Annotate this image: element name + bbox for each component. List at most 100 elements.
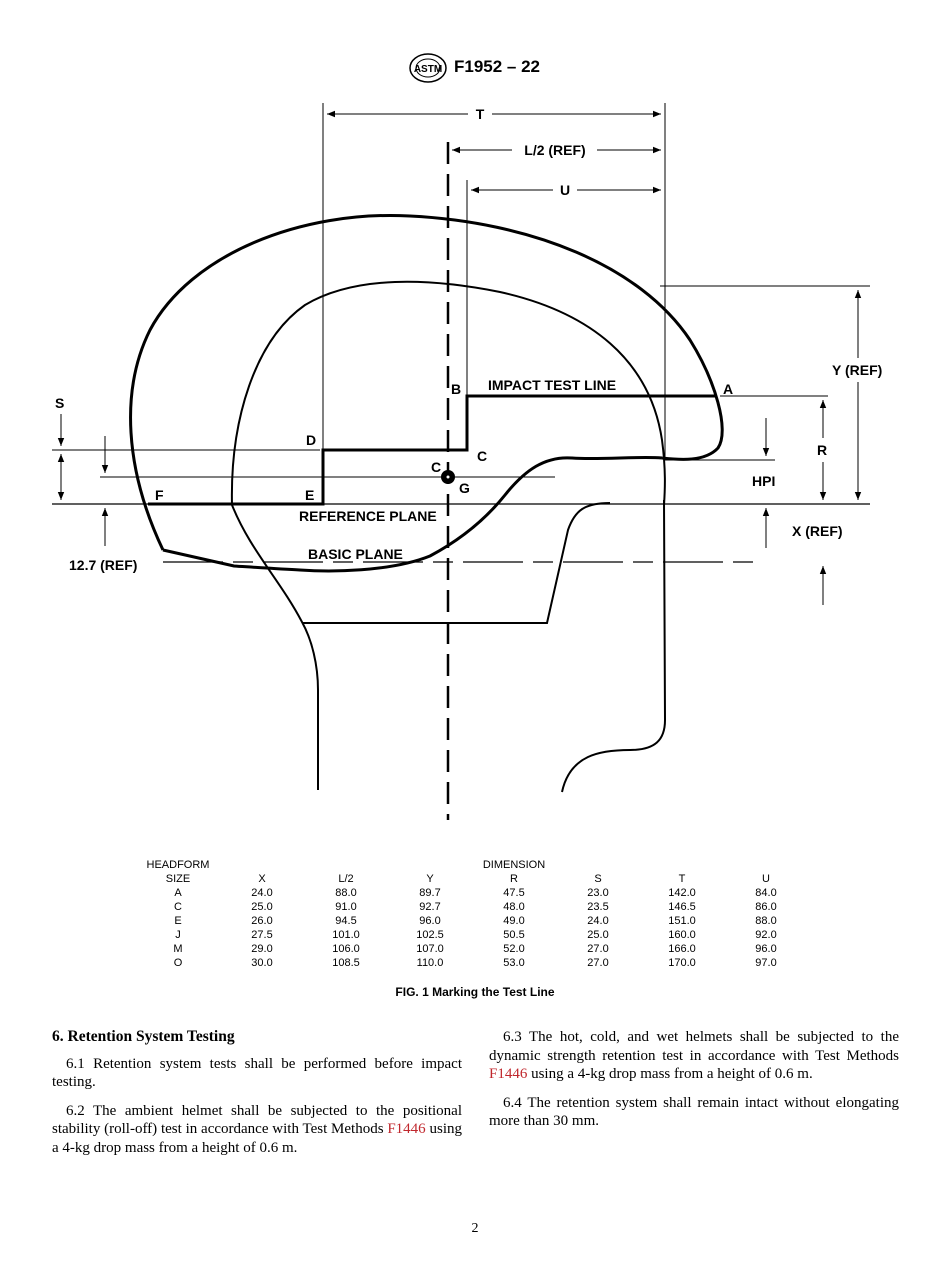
table-cell: 101.0 (332, 929, 360, 941)
paragraph-6-3: 6.3 The hot, cold, and wet helmets shall… (489, 1029, 899, 1082)
table-cell: 142.0 (668, 887, 696, 899)
table-cell: J (175, 929, 181, 941)
table-cell: E (174, 915, 182, 927)
label-X: X (REF) (792, 523, 843, 539)
label-Y: Y (REF) (832, 362, 882, 378)
table-row: J 27.5 101.0 102.5 50.5 25.0 160.0 92.0 (130, 928, 802, 942)
astm-logo-icon: ASTM (409, 53, 447, 83)
headform-label: HEADFORM (146, 859, 210, 871)
helmet-outer-shell (129, 213, 724, 551)
page-number: 2 (471, 1221, 479, 1236)
table-cell: 47.5 (503, 887, 525, 899)
table-cell: 97.0 (755, 957, 777, 969)
table-cell: 25.0 (587, 929, 609, 941)
label-T: T (476, 106, 485, 122)
table-row: A 24.0 88.0 89.7 47.5 23.0 142.0 84.0 (130, 886, 802, 900)
table-cell: 29.0 (251, 943, 273, 955)
table-cell: 24.0 (251, 887, 273, 899)
table-cell: 107.0 (416, 943, 444, 955)
table-header-row-1: HEADFORM DIMENSION (130, 858, 802, 872)
label-L2: L/2 (REF) (524, 142, 585, 158)
table-cell: O (173, 957, 183, 969)
test-line-figure: T L/2 (REF) U Y (REF) R HPI X (REF) S 12… (52, 103, 882, 820)
label-basic-plane: BASIC PLANE (308, 546, 403, 562)
table-cell: 53.0 (503, 957, 525, 969)
table-cell: 96.0 (755, 943, 777, 955)
table-cell: 86.0 (755, 901, 777, 913)
table-cell: 91.0 (335, 901, 357, 913)
table-cell: 92.0 (755, 929, 777, 941)
right-text-column: 6.3 The hot, cold, and wet helmets shall… (489, 1028, 899, 1141)
point-A: A (723, 381, 733, 397)
headform-neck (231, 504, 319, 790)
point-F: F (155, 487, 164, 503)
table-cell: 84.0 (755, 887, 777, 899)
table-cell: C (174, 901, 182, 913)
column-header: Y (426, 873, 434, 885)
point-C-left: C (431, 459, 441, 475)
table-cell: 48.0 (503, 901, 525, 913)
f1446-link[interactable]: F1446 (387, 1121, 426, 1137)
label-impact-test-line: IMPACT TEST LINE (488, 377, 616, 393)
shell-brow-line (162, 455, 663, 573)
label-S: S (55, 395, 64, 411)
label-R: R (817, 442, 827, 458)
column-header: U (762, 873, 770, 885)
table-cell: 151.0 (668, 915, 696, 927)
table-cell: 110.0 (416, 957, 444, 969)
column-header: SIZE (165, 873, 191, 885)
logo-text: ASTM (414, 64, 442, 75)
table-cell: 108.5 (332, 957, 360, 969)
column-header: R (510, 873, 518, 885)
table-cell: 23.0 (587, 887, 609, 899)
table-cell: 27.0 (587, 957, 609, 969)
table-cell: 146.5 (668, 901, 696, 913)
point-C-right: C (477, 448, 487, 464)
label-HPI: HPI (752, 473, 775, 489)
paragraph-6-1: 6.1 Retention system tests shall be perf… (52, 1055, 462, 1091)
figure-caption: FIG. 1 Marking the Test Line (395, 985, 555, 999)
dimension-label: DIMENSION (482, 859, 546, 871)
point-B: B (451, 381, 461, 397)
headform-face (561, 499, 667, 793)
label-reference-plane: REFERENCE PLANE (299, 508, 437, 524)
table-cell: 26.0 (251, 915, 273, 927)
column-header: L/2 (338, 873, 354, 885)
point-G: G (459, 480, 470, 496)
neck-base-line (302, 502, 611, 624)
table-cell: 96.0 (419, 915, 441, 927)
table-cell: 160.0 (668, 929, 696, 941)
table-cell: 24.0 (587, 915, 609, 927)
table-cell: 94.5 (335, 915, 357, 927)
column-header: S (594, 873, 602, 885)
table-cell: 23.5 (587, 901, 609, 913)
table-cell: 27.0 (587, 943, 609, 955)
table-cell: 88.0 (755, 915, 777, 927)
table-row: C 25.0 91.0 92.7 48.0 23.5 146.5 86.0 (130, 900, 802, 914)
paragraph-6-4: 6.4 The retention system shall remain in… (489, 1094, 899, 1130)
table-cell: 89.7 (419, 887, 441, 899)
table-cell: 166.0 (668, 943, 696, 955)
table-cell: 52.0 (503, 943, 525, 955)
table-cell: 88.0 (335, 887, 357, 899)
table-cell: 30.0 (251, 957, 273, 969)
point-D: D (306, 432, 316, 448)
paragraph-6-2: 6.2 The ambient helmet shall be subjecte… (52, 1102, 462, 1156)
table-cell: 50.5 (503, 929, 525, 941)
column-header: X (258, 873, 266, 885)
table-cell: 25.0 (251, 901, 273, 913)
table-cell: 92.7 (419, 901, 441, 913)
table-cell: 102.5 (416, 929, 444, 941)
f1446-link[interactable]: F1446 (489, 1066, 528, 1082)
document-id: F1952 – 22 (454, 57, 541, 76)
table-cell: 27.5 (251, 929, 273, 941)
point-E: E (305, 487, 314, 503)
table-cell: M (173, 943, 183, 955)
table-cell: A (174, 887, 182, 899)
